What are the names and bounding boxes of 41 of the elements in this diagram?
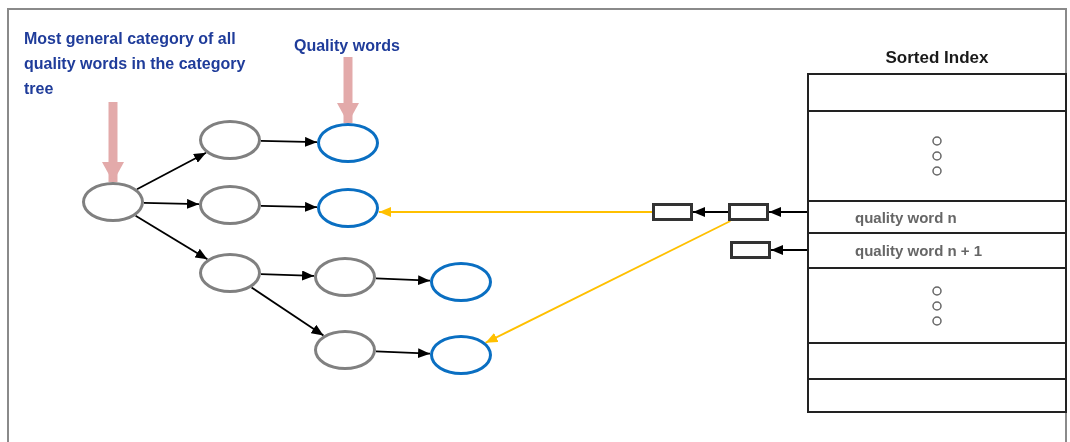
- tree-node-ellipse: [199, 120, 261, 160]
- arrow: [134, 214, 209, 261]
- row-label: quality word n + 1: [855, 242, 983, 259]
- tree-node-ellipse: [430, 262, 492, 302]
- pointer-box: [730, 241, 771, 259]
- tree-node-ellipse: [317, 123, 379, 163]
- index-row: [807, 232, 1067, 269]
- caption-text: Quality words: [294, 33, 429, 57]
- arrow: [260, 270, 315, 281]
- index-row: [807, 73, 1067, 112]
- arrow: [375, 275, 431, 286]
- tree-node-ellipse: [317, 188, 379, 228]
- tree-node-ellipse: [199, 185, 261, 225]
- caption-text: Most general category of all quality words in the category tree: [24, 26, 274, 102]
- arrow: [260, 201, 318, 212]
- index-row: [807, 342, 1067, 380]
- table-title: Sorted Index: [885, 47, 989, 69]
- row-label: quality word n: [855, 208, 957, 226]
- arrow: [378, 207, 653, 217]
- tree-node-ellipse: [199, 253, 261, 293]
- tree-node-ellipse: [430, 335, 492, 375]
- arrow: [250, 286, 325, 337]
- index-row: [807, 378, 1067, 413]
- tree-node-ellipse: [82, 182, 144, 222]
- pointer-arrow: [102, 102, 124, 182]
- arrow: [770, 245, 808, 255]
- arrow: [692, 207, 729, 217]
- tree-node-ellipse: [314, 257, 376, 297]
- index-row: [807, 200, 1067, 234]
- index-row: [807, 110, 1067, 202]
- pointer-arrow: [337, 57, 359, 123]
- arrow: [375, 348, 431, 359]
- tree-node-ellipse: [314, 330, 376, 370]
- index-row: [807, 267, 1067, 344]
- arrow: [768, 207, 808, 217]
- arrow: [143, 198, 200, 209]
- pointer-box: [652, 203, 693, 221]
- arrow: [136, 151, 207, 191]
- pointer-box: [728, 203, 769, 221]
- arrow: [260, 136, 318, 147]
- arrow: [484, 220, 732, 344]
